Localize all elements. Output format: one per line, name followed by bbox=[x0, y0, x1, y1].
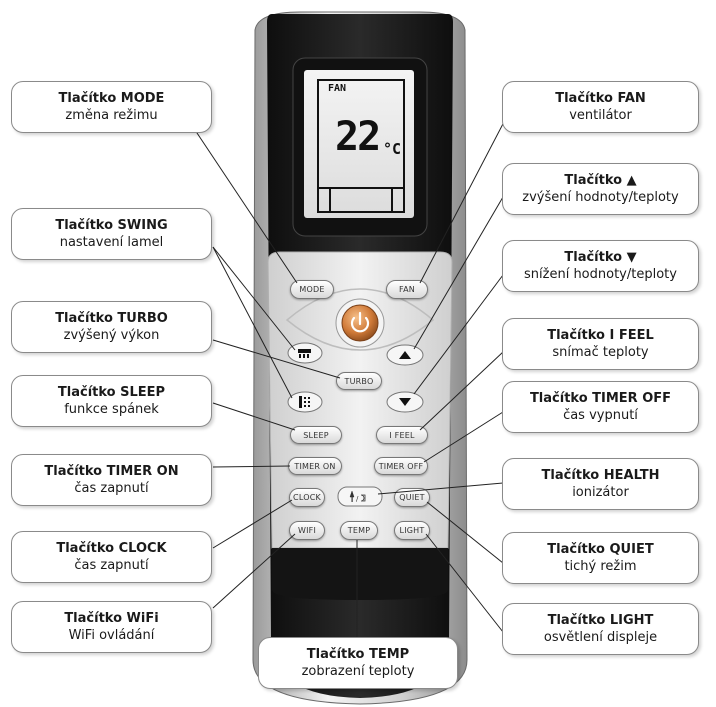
lcd-segments bbox=[317, 79, 405, 213]
wifi-button-label: WIFI bbox=[297, 526, 317, 535]
callout-subtitle: ventilátor bbox=[569, 107, 632, 123]
timer-off-button[interactable]: TIMER OFF bbox=[374, 457, 428, 475]
mode-button[interactable]: MODE bbox=[290, 280, 334, 299]
turbo-button[interactable]: TURBO bbox=[336, 372, 382, 390]
callout-title: Tlačítko QUIET bbox=[547, 541, 654, 557]
callout-title: Tlačítko ▲ bbox=[564, 172, 637, 188]
callout-fan: Tlačítko FAN ventilátor bbox=[502, 81, 699, 133]
lcd-temperature: 22 bbox=[335, 114, 381, 160]
callout-title: Tlačítko WiFi bbox=[64, 610, 159, 626]
callout-title: Tlačítko CLOCK bbox=[56, 540, 167, 556]
callout-timer-off: Tlačítko TIMER OFF čas vypnutí bbox=[502, 381, 699, 433]
callout-up: Tlačítko ▲ zvýšení hodnoty/teploty bbox=[502, 163, 699, 215]
lcd-screen bbox=[304, 70, 414, 218]
callout-timer-on: Tlačítko TIMER ON čas zapnutí bbox=[11, 454, 212, 506]
sleep-button-label: SLEEP bbox=[303, 430, 329, 440]
callout-swing: Tlačítko SWING nastavení lamel bbox=[11, 208, 212, 260]
callout-wifi: Tlačítko WiFi WiFi ovládání bbox=[11, 601, 212, 653]
callout-subtitle: nastavení lamel bbox=[59, 234, 164, 250]
callout-subtitle: změna režimu bbox=[65, 107, 158, 123]
light-button[interactable]: LIGHT bbox=[394, 521, 430, 540]
svg-text:/: / bbox=[356, 495, 359, 503]
temp-button[interactable]: TEMP bbox=[340, 521, 378, 540]
ifeel-button[interactable]: I FEEL bbox=[376, 426, 428, 444]
timer-on-button[interactable]: TIMER ON bbox=[288, 457, 342, 475]
light-button-label: LIGHT bbox=[399, 526, 425, 535]
callout-subtitle: osvětlení displeje bbox=[543, 629, 658, 645]
remote-bottom bbox=[272, 548, 448, 600]
callout-down: Tlačítko ▼ snížení hodnoty/teploty bbox=[502, 240, 699, 292]
power-icon bbox=[350, 311, 370, 333]
fan-button-label: FAN bbox=[399, 285, 415, 294]
quiet-button-label: QUIET bbox=[399, 493, 425, 502]
callout-subtitle: čas zapnutí bbox=[74, 480, 149, 496]
callout-subtitle: snížení hodnoty/teploty bbox=[524, 266, 677, 282]
wifi-button[interactable]: WIFI bbox=[289, 521, 325, 540]
swing-vertical-icon bbox=[299, 396, 310, 408]
turbo-button-label: TURBO bbox=[344, 376, 374, 386]
triangle-down-icon bbox=[399, 398, 411, 406]
callout-subtitle: zvýšení hodnoty/teploty bbox=[522, 189, 679, 205]
callout-light: Tlačítko LIGHT osvětlení displeje bbox=[502, 603, 699, 655]
lcd-mode-text: FAN bbox=[328, 83, 347, 94]
timer-on-button-label: TIMER ON bbox=[294, 461, 336, 471]
ifeel-button-label: I FEEL bbox=[389, 430, 415, 440]
callout-title: Tlačítko MODE bbox=[58, 90, 165, 106]
callout-turbo: Tlačítko TURBO zvýšený výkon bbox=[11, 301, 212, 353]
callout-temp: Tlačítko TEMP zobrazení teploty bbox=[258, 637, 458, 689]
callout-subtitle: tichý režim bbox=[564, 558, 637, 574]
callout-title: Tlačítko TIMER ON bbox=[44, 463, 179, 479]
health-ionizer-icon: / bbox=[349, 490, 366, 503]
callout-title: Tlačítko FAN bbox=[555, 90, 646, 106]
callout-ifeel: Tlačítko I FEEL snímač teploty bbox=[502, 318, 699, 370]
callout-subtitle: čas zapnutí bbox=[74, 557, 149, 573]
callout-subtitle: zvýšený výkon bbox=[63, 327, 160, 343]
callout-health: Tlačítko HEALTH ionizátor bbox=[502, 458, 699, 510]
callout-mode: Tlačítko MODE změna režimu bbox=[11, 81, 212, 133]
callout-title: Tlačítko SLEEP bbox=[57, 384, 166, 400]
callout-clock: Tlačítko CLOCK čas zapnutí bbox=[11, 531, 212, 583]
quiet-button[interactable]: QUIET bbox=[394, 488, 430, 507]
callout-title: Tlačítko SWING bbox=[55, 217, 168, 233]
temp-button-label: TEMP bbox=[347, 526, 371, 535]
callout-subtitle: zobrazení teploty bbox=[301, 663, 415, 679]
callout-subtitle: funkce spánek bbox=[64, 401, 159, 417]
callout-title: Tlačítko TIMER OFF bbox=[529, 390, 672, 406]
clock-button[interactable]: CLOCK bbox=[289, 488, 325, 507]
sleep-button[interactable]: SLEEP bbox=[290, 426, 342, 444]
callout-quiet: Tlačítko QUIET tichý režim bbox=[502, 532, 699, 584]
mode-button-label: MODE bbox=[299, 285, 325, 294]
callout-sleep: Tlačítko SLEEP funkce spánek bbox=[11, 375, 212, 427]
callout-subtitle: snímač teploty bbox=[552, 344, 649, 360]
fan-button[interactable]: FAN bbox=[386, 280, 428, 299]
lcd-unit: °C bbox=[383, 140, 402, 158]
callout-title: Tlačítko I FEEL bbox=[547, 327, 654, 343]
callout-title: Tlačítko HEALTH bbox=[541, 467, 660, 483]
callout-title: Tlačítko LIGHT bbox=[547, 612, 654, 628]
health-button[interactable] bbox=[337, 486, 383, 507]
callout-title: Tlačítko ▼ bbox=[564, 249, 637, 265]
triangle-up-icon bbox=[399, 351, 411, 359]
callout-subtitle: čas vypnutí bbox=[563, 407, 638, 423]
timer-off-button-label: TIMER OFF bbox=[378, 461, 424, 471]
callout-subtitle: ionizátor bbox=[572, 484, 629, 500]
callout-subtitle: WiFi ovládání bbox=[68, 627, 155, 643]
callout-title: Tlačítko TEMP bbox=[306, 646, 410, 662]
callout-title: Tlačítko TURBO bbox=[55, 310, 168, 326]
clock-button-label: CLOCK bbox=[293, 493, 321, 502]
